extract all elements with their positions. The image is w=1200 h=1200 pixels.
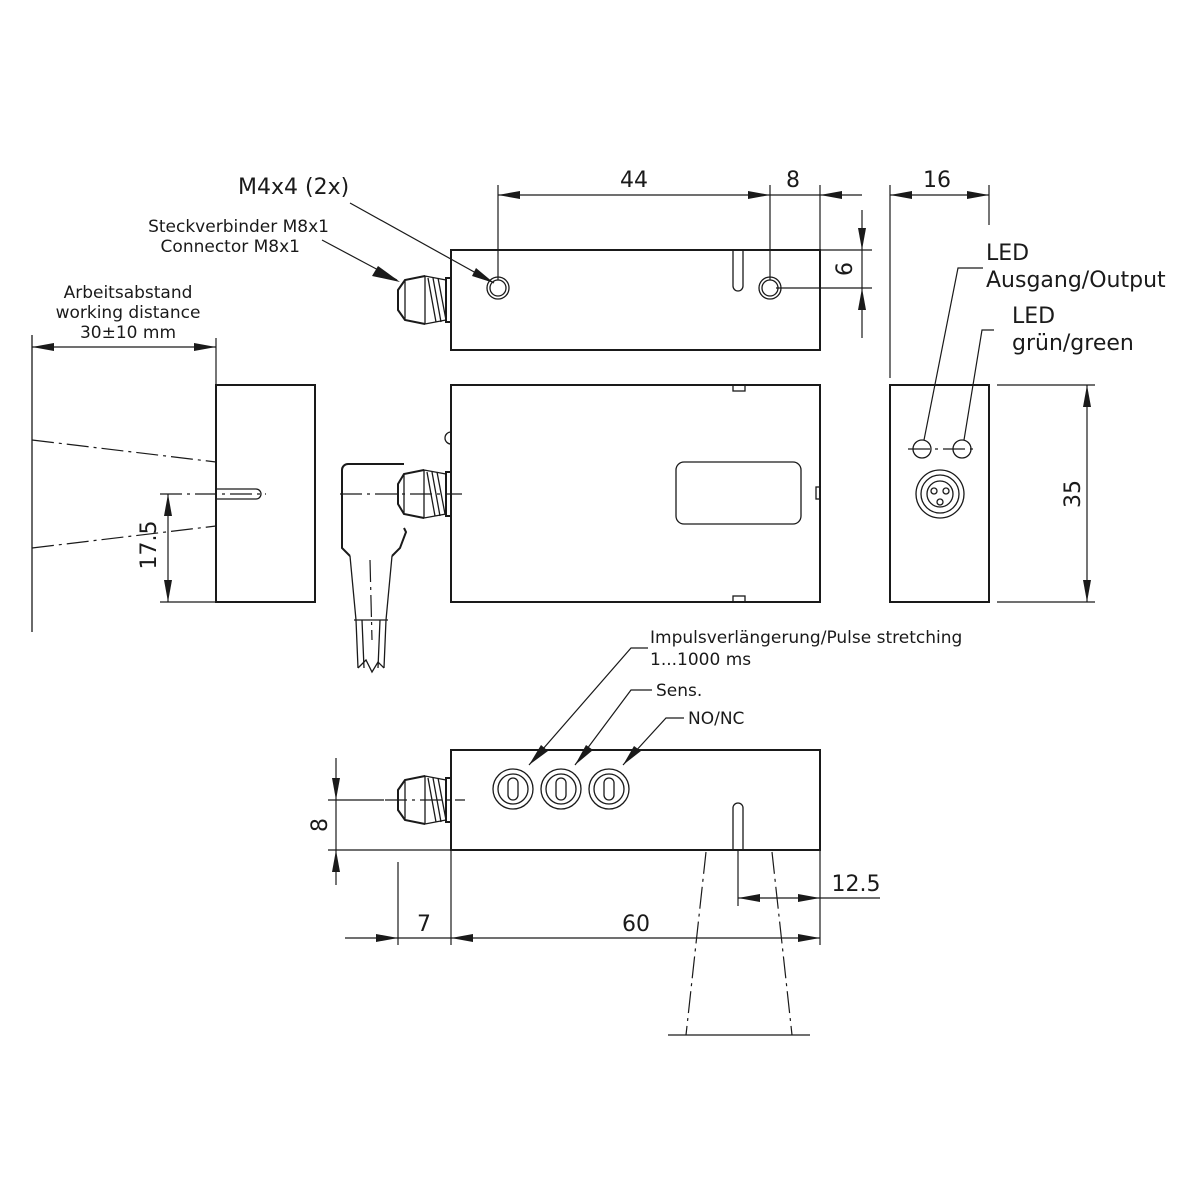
dim-6: 6 (833, 262, 858, 276)
potentiometer-nonc (588, 768, 630, 810)
label-pulse-1: Impulsverlängerung/Pulse stretching (650, 628, 962, 648)
top-slot (732, 250, 744, 292)
end-view-body (889, 384, 990, 603)
m8-socket (915, 469, 965, 519)
dim-8-bottom: 8 (308, 818, 333, 832)
potentiometer-sens (540, 768, 582, 810)
label-led-output-1: LED (986, 241, 1029, 266)
dim-8-top: 8 (786, 168, 800, 193)
side-view-window (675, 461, 802, 525)
dim-7: 7 (417, 912, 431, 937)
front-view (31, 335, 316, 632)
top-view-body (450, 249, 821, 351)
label-connector-de: Steckverbinder M8x1 (148, 217, 329, 237)
dim-16: 16 (923, 168, 951, 193)
bottom-connector (385, 775, 465, 825)
dim-12-5: 12.5 (832, 872, 881, 897)
annotations: M4x4 (2x) Steckverbinder M8x1 Connector … (56, 168, 1166, 937)
dim-17-5: 17.5 (137, 521, 162, 570)
top-connector (397, 275, 451, 325)
front-slot (216, 488, 262, 500)
dim-44: 44 (620, 168, 648, 193)
label-distance-de: Arbeitsabstand (64, 283, 193, 303)
side-view-body (450, 384, 821, 603)
label-pulse-2: 1...1000 ms (650, 650, 751, 670)
dim-35: 35 (1061, 480, 1086, 508)
bottom-view-body (450, 749, 821, 851)
dimension-lines (32, 185, 1095, 945)
leader-lines (321, 202, 994, 766)
label-connector-en: Connector M8x1 (161, 237, 300, 257)
bottom-view (385, 749, 821, 1036)
label-led-green-1: LED (1012, 304, 1055, 329)
label-distance-value: 30±10 mm (80, 323, 176, 343)
bottom-slot (732, 802, 744, 850)
side-view (340, 384, 821, 674)
angled-connector (340, 463, 462, 674)
dim-60: 60 (622, 912, 650, 937)
end-view (889, 384, 990, 603)
label-sens: Sens. (656, 681, 702, 701)
top-view (397, 249, 821, 351)
label-thread: M4x4 (2x) (238, 175, 349, 200)
label-nonc: NO/NC (688, 709, 744, 729)
label-led-green-2: grün/green (1012, 331, 1134, 356)
label-distance-en: working distance (56, 303, 201, 323)
potentiometer-pulse (492, 768, 534, 810)
label-led-output-2: Ausgang/Output (986, 268, 1166, 293)
